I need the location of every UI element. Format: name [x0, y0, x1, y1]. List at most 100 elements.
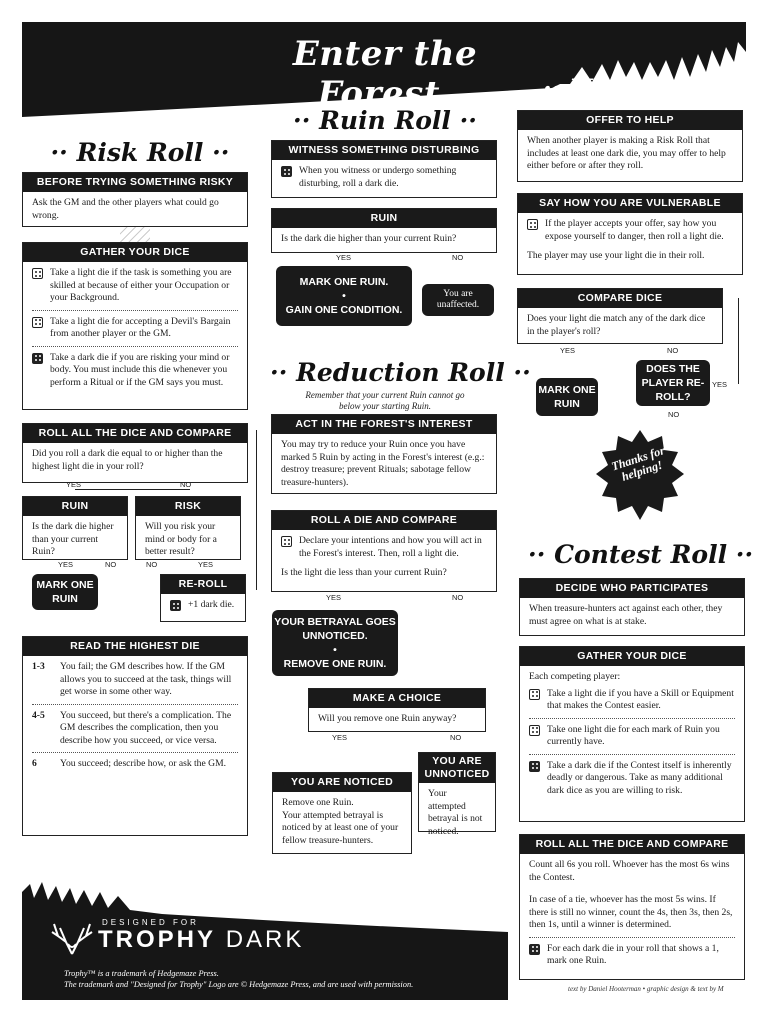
legal-line: Trophy™ is a trademark of Hedgemaze Pres…: [64, 968, 413, 979]
no-label: NO: [668, 410, 679, 419]
help-compare-box: COMPARE DICE Does your light die match a…: [517, 288, 723, 344]
gather-item: Take a light die if the task is somethin…: [50, 267, 238, 305]
contest-gather-intro: Each competing player:: [529, 671, 735, 684]
risk-ruin-box: RUIN Is the dark die higher than your cu…: [22, 496, 128, 560]
risk-roll-header: ROLL ALL THE DICE AND COMPARE: [23, 424, 247, 443]
dark-die-icon: [529, 944, 540, 955]
reduction-choice-box: MAKE A CHOICE Will you remove one Ruin a…: [308, 688, 486, 732]
ruin-roll-heading: ·· Ruin Roll ··: [275, 106, 495, 135]
credits: text by Daniel Hooterman • graphic desig…: [568, 985, 724, 993]
reduction-unnoticed-header: YOU ARE UNNOTICED: [419, 753, 495, 783]
risk-roll-text: Did you roll a dark die equal to or high…: [23, 443, 247, 478]
reduction-subtitle: Remember that your current Ruin cannot g…: [300, 390, 470, 412]
yes-label: YES: [332, 733, 347, 742]
ruin-yes-result: MARK ONE RUIN. • GAIN ONE CONDITION.: [276, 266, 412, 326]
reduction-noticed-box: YOU ARE NOTICED Remove one Ruin. Your at…: [272, 772, 412, 854]
contest-roll-header: ROLL ALL THE DICE AND COMPARE: [520, 835, 744, 854]
contest-roll-text: In case of a tie, whoever has the most 5…: [529, 894, 735, 932]
dark-die-icon: [170, 600, 181, 611]
result-line: YOUR BETRAYAL GOES UNNOTICED.: [272, 615, 398, 643]
risk-gather-box: GATHER YOUR DICE Take a light die if the…: [22, 242, 248, 410]
reduction-roll-box: ROLL A DIE AND COMPARE Declare your inte…: [271, 510, 497, 592]
help-vuln-header: SAY HOW YOU ARE VULNERABLE: [518, 194, 742, 213]
risk-gather-header: GATHER YOUR DICE: [23, 243, 247, 262]
reduction-unnoticed-text: Your attempted betrayal is not noticed.: [419, 783, 495, 843]
contest-decide-text: When treasure-hunters act against each o…: [520, 598, 744, 633]
ruin-no-result: You are unaffected.: [422, 284, 494, 316]
yes-label: YES: [198, 560, 213, 569]
no-label: NO: [667, 346, 678, 355]
noticed-line: Remove one Ruin.: [282, 797, 402, 810]
help-compare-text: Does your light die match any of the dar…: [518, 308, 722, 343]
reduction-roll-heading: ·· Reduction Roll ··: [270, 358, 502, 387]
help-vuln-box: SAY HOW YOU ARE VULNERABLE If the player…: [517, 193, 743, 275]
result-row: 4-5 You succeed, but there's a complicati…: [32, 710, 238, 748]
reduction-yes-result: YOUR BETRAYAL GOES UNNOTICED. • REMOVE O…: [272, 610, 398, 676]
vuln-text: The player may use your light die in the…: [527, 250, 733, 263]
legal-line: The trademark and "Designed for Trophy" …: [64, 979, 413, 990]
yes-label: YES: [560, 346, 575, 355]
result-line: REMOVE ONE RUIN.: [272, 657, 398, 671]
ruin-check-box: RUIN Is the dark die higher than your cu…: [271, 208, 497, 253]
help-roll-heading: ·· Help Roll ··: [540, 74, 730, 103]
result-text: You succeed; describe how, or ask the GM…: [60, 758, 226, 771]
gather-item: Take a light die for accepting a Devil's…: [50, 316, 238, 341]
risk-mark-one-ruin: MARK ONE RUIN: [32, 574, 98, 610]
yes-label: YES: [58, 560, 73, 569]
risk-before-box: BEFORE TRYING SOMETHING RISKY Ask the GM…: [22, 172, 248, 227]
risk-read-box: READ THE HIGHEST DIE 1-3You fail; the GM…: [22, 636, 248, 836]
light-die-icon: [529, 725, 540, 736]
yes-label: YES: [336, 253, 351, 262]
reduction-choice-text: Will you remove one Ruin anyway?: [309, 708, 485, 731]
reduction-choice-header: MAKE A CHOICE: [309, 689, 485, 708]
gather-item: Take a light die if you have a Skill or …: [547, 688, 735, 713]
contest-roll-item: For each dark die in your roll that show…: [547, 943, 735, 968]
flow-line: [256, 430, 257, 590]
help-offer-header: OFFER TO HELP: [518, 111, 742, 130]
help-offer-text: When another player is making a Risk Rol…: [518, 130, 742, 178]
trophy-word: TROPHY: [98, 926, 216, 953]
page-title: Enter the Forest.: [225, 34, 545, 114]
risk-risk-box: RISK Will you risk your mind or body for…: [135, 496, 241, 560]
reduction-act-header: ACT IN THE FOREST'S INTEREST: [272, 415, 496, 434]
flow-line: [738, 298, 739, 384]
risk-before-header: BEFORE TRYING SOMETHING RISKY: [23, 173, 247, 192]
risk-risk-text: Will you risk your mind or body for a be…: [136, 516, 240, 564]
risk-read-header: READ THE HIGHEST DIE: [23, 637, 247, 656]
reduction-roll-header: ROLL A DIE AND COMPARE: [272, 511, 496, 530]
result-range: 4-5: [32, 710, 50, 723]
flow-line: [75, 489, 190, 490]
ruin-witness-box: WITNESS SOMETHING DISTURBING When you wi…: [271, 140, 497, 198]
light-die-icon: [281, 536, 292, 547]
risk-ruin-header: RUIN: [23, 497, 127, 516]
no-label: NO: [450, 733, 461, 742]
gather-item: Take a dark die if the Contest itself is…: [547, 760, 735, 798]
dark-die-icon: [281, 166, 292, 177]
result-text: You succeed, but there's a complication.…: [60, 710, 238, 748]
vuln-item: If the player accepts your offer, say ho…: [545, 218, 733, 243]
result-line: GAIN ONE CONDITION.: [276, 303, 412, 317]
dark-word: DARK: [226, 926, 305, 953]
risk-roll-box: ROLL ALL THE DICE AND COMPARE Did you ro…: [22, 423, 248, 483]
contest-decide-header: DECIDE WHO PARTICIPATES: [520, 579, 744, 598]
legal-text: Trophy™ is a trademark of Hedgemaze Pres…: [64, 968, 413, 990]
contest-gather-box: GATHER YOUR DICE Each competing player: …: [519, 646, 745, 822]
trophy-antler-icon: [50, 916, 94, 956]
reduction-roll-question: Is the light die less than your current …: [281, 567, 487, 580]
ruin-witness-header: WITNESS SOMETHING DISTURBING: [272, 141, 496, 160]
reduction-act-text: You may try to reduce your Ruin once you…: [272, 434, 496, 494]
dark-die-icon: [529, 761, 540, 772]
noticed-line: Your attempted betrayal is noticed by at…: [282, 810, 402, 848]
risk-roll-heading: ·· Risk Roll ··: [40, 138, 240, 167]
yes-label: YES: [326, 593, 341, 602]
contest-roll-heading: ·· Contest Roll ··: [528, 540, 738, 569]
light-die-icon: [32, 268, 43, 279]
no-label: NO: [452, 253, 463, 262]
result-range: 1-3: [32, 661, 50, 674]
yes-label: YES: [66, 480, 81, 489]
yes-label: YES: [712, 380, 727, 389]
result-bullet: •: [276, 289, 412, 303]
reduction-unnoticed-box: YOU ARE UNNOTICED Your attempted betraya…: [418, 752, 496, 832]
risk-reroll-box: RE-ROLL +1 dark die.: [160, 574, 246, 622]
